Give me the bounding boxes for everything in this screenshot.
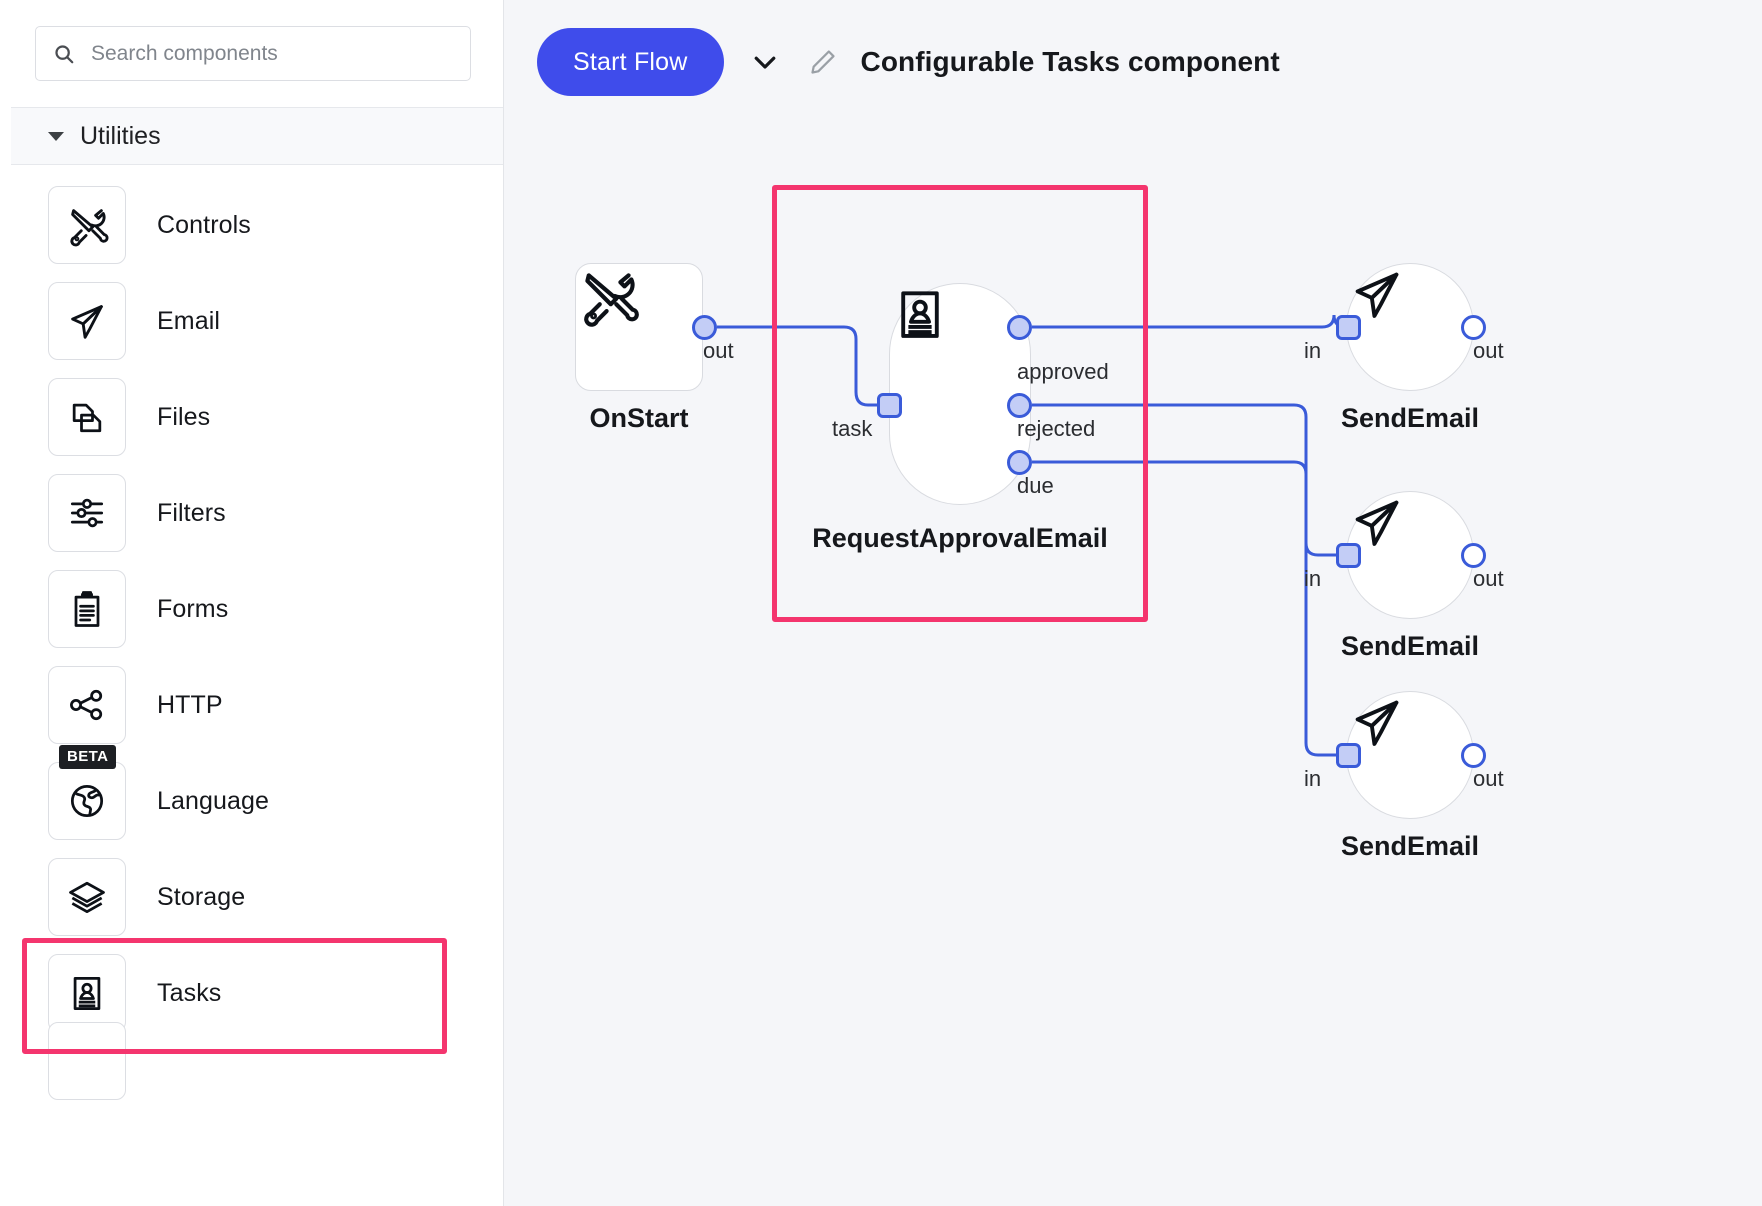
port-label-task: task [832,416,873,441]
edges-layer [717,314,1347,757]
id-card-icon [901,291,939,338]
port-sendemail-3-in[interactable] [1336,743,1361,768]
sidebar-item-controls[interactable]: Controls [11,177,503,273]
port-label-in: in [1304,566,1322,591]
sidebar-item-label: Email [157,306,221,335]
paper-plane-icon [48,282,126,360]
sidebar-item-forms[interactable]: Forms [11,561,503,657]
port-rejected-out[interactable] [1007,393,1032,418]
node-sendemail-3-label: SendEmail [1340,831,1480,861]
sidebar-group-label: Utilities [80,121,161,150]
sidebar-item-filters[interactable]: Filters [11,465,503,561]
node-sendemail-3-body[interactable] [1346,691,1474,819]
node-requestapprovalemail-body[interactable] [889,283,1031,505]
sidebar-item-label: Forms [157,594,229,623]
edge-onstart-to-task [717,325,889,407]
port-sendemail-1-in[interactable] [1336,315,1361,340]
port-sendemail-2-in[interactable] [1336,543,1361,568]
edge-due-to-sendemail3 [1032,460,1346,757]
sidebar-item-label: Files [157,402,211,431]
sidebar-item-email[interactable]: Email [11,273,503,369]
port-due-out[interactable] [1007,450,1032,475]
search-input[interactable] [36,27,470,80]
partial-tile-icon [48,1022,126,1100]
node-sendemail-2-body[interactable] [1346,491,1474,619]
node-requestapprovalemail-label: RequestApprovalEmail [812,523,1108,553]
page-title: Configurable Tasks component [860,46,1280,77]
port-label-in: in [1304,338,1322,363]
search-container [11,0,503,107]
sidebar-item-label: Controls [157,210,251,239]
tools-icon [584,273,639,327]
sidebar-item-files[interactable]: Files [11,369,503,465]
node-sendemail-3[interactable]: SendEmail [1341,691,1479,861]
sidebar-item-tasks[interactable]: Tasks [11,945,503,1041]
port-sendemail-2-out[interactable] [1461,543,1486,568]
node-sendemail-1-body[interactable] [1346,263,1474,391]
component-list: Controls Email Files [11,165,503,1100]
share-nodes-icon [48,666,126,744]
port-task-in[interactable] [877,393,902,418]
port-label-out: out [1473,766,1504,791]
beta-badge: BETA [59,745,117,769]
chevron-down-icon[interactable] [737,34,793,90]
tools-icon [48,186,126,264]
port-approved-out[interactable] [1007,315,1032,340]
port-label-out: out [1473,566,1504,591]
sidebar-item-label: Language [157,786,270,815]
sidebar-item-storage[interactable]: Storage [11,849,503,945]
port-label-rejected: rejected [1017,416,1096,441]
edge-approved-to-sendemail1 [1032,314,1347,329]
flow-toolbar: Start Flow Configurable Tasks component [504,0,1762,124]
sliders-icon [48,474,126,552]
files-icon [48,378,126,456]
port-label-out: out [1473,338,1504,363]
graph-area: OnStart out RequestApprovalEmail [504,0,1762,1206]
flow-canvas[interactable]: Start Flow Configurable Tasks component [504,0,1762,1206]
paper-plane-icon [1355,500,1399,546]
sidebar-group-utilities[interactable]: Utilities [11,107,503,165]
node-sendemail-2-label: SendEmail [1340,631,1480,661]
sidebar-item-label: Storage [157,882,246,911]
start-flow-button[interactable]: Start Flow [537,28,724,96]
sidebar-item-partial[interactable] [11,1022,503,1100]
node-onstart-label: OnStart [589,403,689,433]
port-label-out: out [703,338,734,363]
sidebar-item-label: HTTP [157,690,223,719]
sidebar-item-label: Tasks [157,978,222,1007]
port-label-due: due [1017,473,1054,498]
caret-down-icon [48,131,64,141]
globe-icon: BETA [48,745,126,840]
node-sendemail-2[interactable]: SendEmail [1341,491,1479,661]
port-label-in: in [1304,766,1322,791]
search-icon [53,43,75,65]
clipboard-icon [48,570,126,648]
layers-icon [48,858,126,936]
paper-plane-icon [1355,700,1399,746]
pencil-edit-icon[interactable] [799,38,847,86]
sidebar-item-language[interactable]: BETA Language [11,745,503,849]
node-sendemail-1-label: SendEmail [1340,403,1480,433]
port-sendemail-3-out[interactable] [1461,743,1486,768]
paper-plane-icon [1355,272,1399,318]
sidebar-item-label: Filters [157,498,226,527]
components-sidebar: Utilities Controls [0,0,504,1206]
node-requestapprovalemail[interactable]: RequestApprovalEmail [812,283,1108,553]
search-box[interactable] [35,26,471,81]
node-onstart[interactable]: OnStart [575,263,703,433]
port-onstart-out[interactable] [692,315,717,340]
port-label-approved: approved [1017,359,1109,384]
sidebar-item-http[interactable]: HTTP [11,657,503,753]
node-sendemail-1[interactable]: SendEmail [1341,263,1479,433]
node-onstart-body[interactable] [575,263,703,391]
port-sendemail-1-out[interactable] [1461,315,1486,340]
id-card-icon [48,954,126,1032]
